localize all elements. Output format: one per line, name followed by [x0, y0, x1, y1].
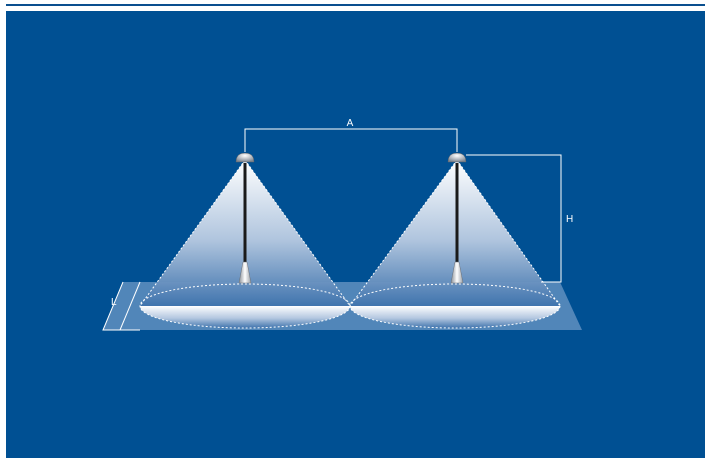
ground-edge-left	[102, 281, 140, 331]
pole-base-right	[450, 261, 464, 284]
light-ellipse-right	[349, 283, 561, 329]
width-label: L	[111, 297, 117, 308]
spacing-label: A	[347, 118, 354, 129]
cone-left-edge-r	[244, 159, 351, 307]
street-light-left	[235, 152, 255, 284]
light-cone-right-base	[350, 306, 560, 328]
height-label: H	[566, 214, 573, 225]
lamp-head-right	[447, 152, 467, 163]
pole-base-left	[238, 261, 252, 284]
street-light-right	[447, 152, 467, 284]
light-cone-right	[350, 160, 560, 306]
height-dimension-line	[466, 154, 562, 283]
cone-left-edge-l	[139, 159, 246, 307]
diagram-panel	[6, 11, 705, 458]
lamp-head-left	[235, 152, 255, 163]
width-dimension-line	[119, 281, 141, 331]
light-cone-left-base	[140, 306, 350, 328]
top-rule	[6, 4, 705, 6]
spacing-dimension-line	[244, 128, 458, 152]
